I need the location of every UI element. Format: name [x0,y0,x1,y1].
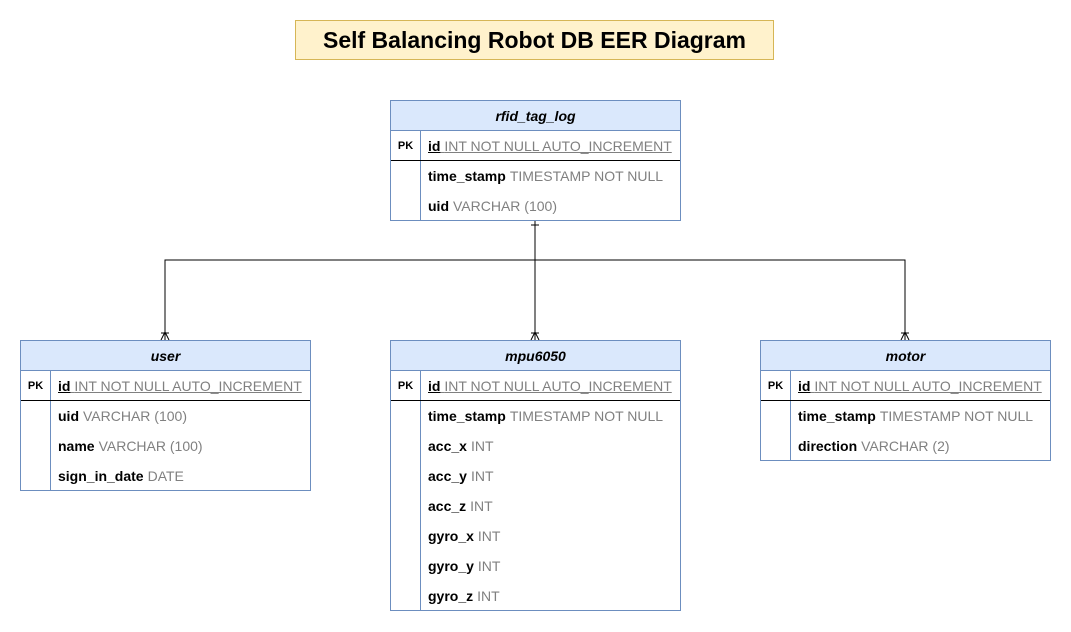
column-name: uid [58,408,79,424]
pk-badge: PK [391,131,421,160]
column-name: direction [798,438,858,454]
column-name: sign_in_date [58,468,144,484]
column-name: acc_y [428,468,467,484]
column-type: TIMESTAMP NOT NULL [509,408,664,424]
entity-title: user [21,341,310,371]
column-name: id [58,377,71,394]
entity-title: mpu6050 [391,341,680,371]
pk-badge: PK [761,371,791,400]
column-type: INT NOT NULL AUTO_INCREMENT [74,377,302,394]
column-type: INT [477,558,501,574]
entity-mpu6050[interactable]: mpu6050 PK id INT NOT NULL AUTO_INCREMEN… [390,340,681,611]
diagram-title: Self Balancing Robot DB EER Diagram [295,20,774,60]
column-type: INT [477,528,501,544]
entity-rfid-tag-log[interactable]: rfid_tag_log PK id INT NOT NULL AUTO_INC… [390,100,681,221]
column-type: INT [470,498,493,514]
many-marker-motor [900,330,910,341]
column-name: time_stamp [798,408,876,424]
entity-title: rfid_tag_log [391,101,680,131]
column-type: INT [470,468,494,484]
column-type: INT NOT NULL AUTO_INCREMENT [444,137,672,154]
column-name: id [428,137,441,154]
column-name: acc_z [428,498,467,514]
column-name: name [58,438,95,454]
column-type: DATE [147,468,184,484]
entity-user[interactable]: user PK id INT NOT NULL AUTO_INCREMENT u… [20,340,311,491]
column-type: INT [477,588,500,604]
pk-row: PK id INT NOT NULL AUTO_INCREMENT [391,371,680,401]
column-type: TIMESTAMP NOT NULL [509,168,664,184]
column-type: VARCHAR (100) [83,408,187,424]
column-name: gyro_y [428,558,474,574]
pk-row: PK id INT NOT NULL AUTO_INCREMENT [391,131,680,161]
pk-row: PK id INT NOT NULL AUTO_INCREMENT [761,371,1050,401]
column-type: INT NOT NULL AUTO_INCREMENT [444,377,672,394]
column-type: VARCHAR (100) [98,438,203,454]
column-name: acc_x [428,438,467,454]
column-type: INT [470,438,494,454]
column-name: gyro_x [428,528,474,544]
rel-rfid-motor [535,259,906,340]
column-name: time_stamp [428,408,506,424]
pk-badge: PK [391,371,421,400]
many-marker-user [160,330,170,341]
entity-title: motor [761,341,1050,371]
column-type: TIMESTAMP NOT NULL [879,408,1034,424]
rel-rfid-user [164,259,535,340]
column-name: uid [428,198,449,214]
entity-motor[interactable]: motor PK id INT NOT NULL AUTO_INCREMENT … [760,340,1051,461]
column-type: VARCHAR (2) [861,438,950,454]
column-name: time_stamp [428,168,506,184]
pk-badge: PK [21,371,51,400]
column-type: INT NOT NULL AUTO_INCREMENT [814,377,1042,394]
column-name: id [798,377,811,394]
column-type: VARCHAR (100) [453,198,557,214]
column-name: id [428,377,441,394]
many-marker-mpu6050 [530,330,540,341]
pk-row: PK id INT NOT NULL AUTO_INCREMENT [21,371,310,401]
column-name: gyro_z [428,588,474,604]
